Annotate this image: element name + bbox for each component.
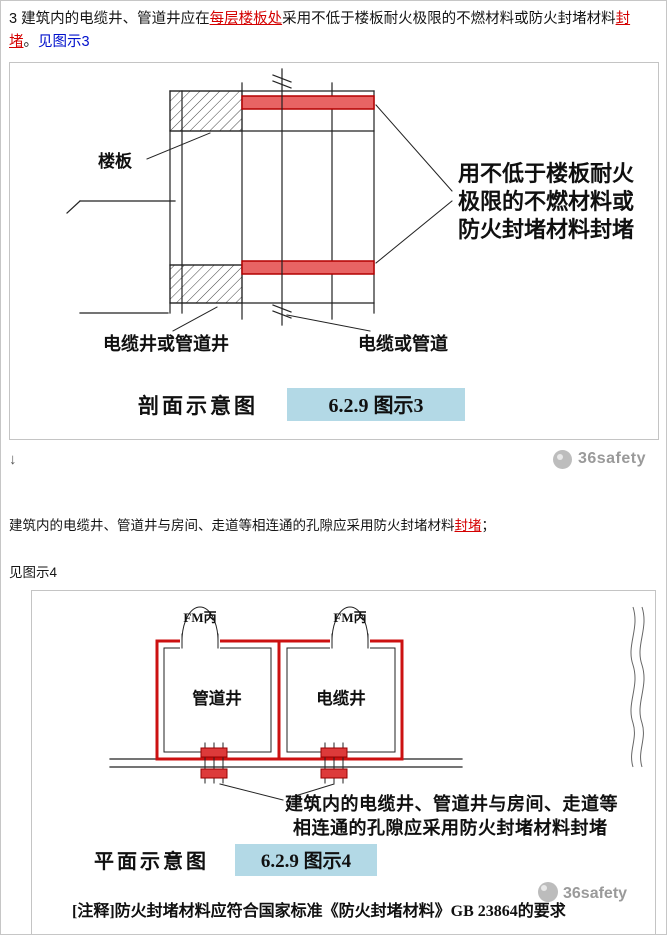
sealed-penetration-1 — [200, 742, 228, 784]
watermark: 36safety — [552, 449, 646, 469]
fire-enclosure-outline — [155, 639, 404, 761]
figure-number-3: 6.2.9 图示3 — [329, 394, 424, 417]
door-opening-1 — [180, 632, 220, 650]
link-see-figure-3[interactable]: 见图示3 — [38, 34, 90, 50]
para2-text-2: ； — [481, 518, 496, 533]
para1-text-2: 采用不低于楼板耐火极限的不燃材料或防火封堵材料 — [282, 11, 616, 27]
link-seal-2[interactable]: 封堵 — [454, 518, 482, 533]
figure-number-box — [287, 388, 465, 421]
para2-text-1: 建筑内的电缆井、管道井与房间、走道等相连通的孔隙应采用防火封堵材料 — [9, 518, 455, 533]
link-seal-1[interactable]: 封堵 — [9, 11, 631, 50]
paragraph-gap-seal-rule: 建筑内的电缆井、管道井与房间、走道等相连通的孔隙应采用防火封堵材料封堵； — [9, 514, 658, 534]
floor-slab-label: 楼板 — [98, 151, 133, 171]
section-caption: 剖面示意图 — [138, 394, 258, 418]
fire-seal-callout-line-3: 防火封堵材料封堵 — [458, 217, 634, 242]
room-label-pipe-shaft: 管道井 — [192, 688, 242, 708]
callout-leaders — [219, 783, 335, 801]
link-floor-slab[interactable]: 每层楼板处 — [209, 11, 283, 27]
shaft-label: 电缆井或管道井 — [103, 333, 229, 354]
section-diagram-svg: 楼板 用不低于楼板耐火 极限的不燃材料或 防火封堵材料封堵 电缆井或管道井 电缆… — [66, 68, 634, 421]
plan-diagram-svg: FM丙 FM丙 管道井 电缆井 — [72, 606, 645, 920]
plan-callout-line-2: 相连通的孔隙应采用防火封堵材料封堵 — [293, 817, 608, 838]
fire-seal-callout-line-1: 用不低于楼板耐火 — [458, 161, 634, 186]
see-figure-4-label: 见图示4 — [9, 565, 58, 580]
cable-label: 电缆或管道 — [358, 333, 448, 354]
plan-caption: 平面示意图 — [94, 849, 209, 873]
room-label-cable-shaft: 电缆井 — [316, 688, 366, 708]
figure-number-box-4 — [235, 844, 377, 876]
fire-stop-bands — [241, 95, 375, 275]
plan-callout-line-1: 建筑内的电缆井、管道井与房间、走道等 — [285, 793, 618, 814]
watermark-text: 36safety — [577, 450, 646, 467]
figure-3-meta-row: ↓ 36safety — [1, 440, 666, 478]
figure-3-section-diagram: 楼板 用不低于楼板耐火 极限的不燃材料或 防火封堵材料封堵 电缆井或管道井 电缆… — [9, 62, 659, 440]
figure-4-plan-diagram: FM丙 FM丙 管道井 电缆井 — [31, 590, 656, 934]
standard-note: [注释]防火封堵材料应符合国家标准《防火封堵材料》GB 23864的要求 — [72, 901, 567, 920]
leader-lines — [146, 104, 453, 332]
paragraph-fire-seal-rule: 3 建筑内的电缆井、管道井应在每层楼板处采用不低于楼板耐火极限的不燃材料或防火封… — [1, 1, 666, 54]
door-label-2: FM丙 — [333, 610, 366, 625]
sealed-penetration-2 — [320, 742, 348, 784]
door-label-1: FM丙 — [183, 610, 216, 625]
watermark-2: 36safety — [538, 882, 627, 902]
cable-line — [272, 68, 292, 326]
watermark-text-2: 36safety — [563, 885, 627, 902]
door-symbols — [181, 606, 369, 649]
down-arrow-icon: ↓ — [9, 450, 17, 468]
para1-text-3: 。 — [23, 34, 39, 50]
watermark-logo-icon-2 — [538, 882, 558, 902]
break-lines — [630, 606, 645, 768]
door-opening-2 — [330, 632, 370, 650]
see-figure-4-text: 见图示4 — [9, 561, 658, 581]
slab-hatch-blocks — [169, 90, 243, 304]
para1-text-1: 3 建筑内的电缆井、管道井应在 — [9, 11, 210, 27]
fire-seal-callout-line-2: 极限的不燃材料或 — [458, 189, 634, 214]
watermark-logo-icon — [552, 449, 572, 469]
figure-number-4: 6.2.9 图示4 — [261, 850, 352, 872]
